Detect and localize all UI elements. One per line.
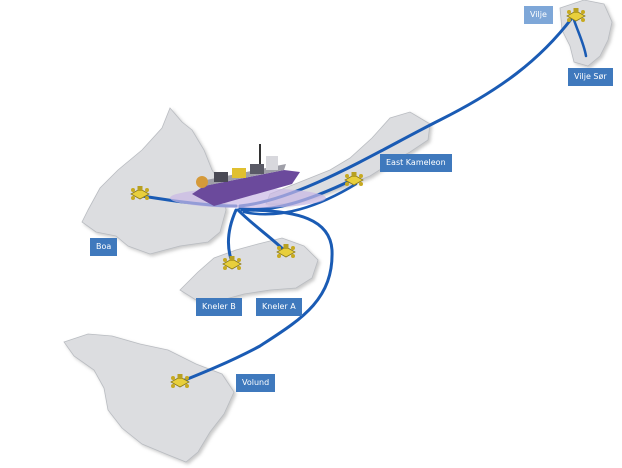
template-leg — [581, 18, 585, 22]
subsea-template-icon — [222, 256, 242, 270]
label-vilje: Vilje — [524, 6, 553, 24]
vessel-module-3 — [250, 164, 264, 174]
land-volund — [63, 333, 235, 463]
pipeline-vilje-sor — [572, 18, 588, 58]
pipeline-volund — [178, 208, 334, 384]
template-leg — [567, 10, 571, 14]
template-leg — [237, 266, 241, 270]
label-east-kameleon: East Kameleon — [380, 154, 452, 172]
templates — [130, 8, 586, 388]
label-vilje-sor: Vilje Sør — [568, 68, 613, 86]
template-leg — [277, 254, 281, 258]
subsea-template-icon — [276, 244, 296, 258]
template-leg — [145, 188, 149, 192]
template-leg — [345, 174, 349, 178]
template-leg — [185, 376, 189, 380]
template-boa — [130, 188, 150, 200]
template-leg — [345, 182, 349, 186]
template-leg — [145, 196, 149, 200]
subsea-template-icon — [566, 8, 586, 22]
template-vilje — [566, 10, 586, 22]
vessel-accommodation — [266, 156, 278, 170]
template-leg — [171, 384, 175, 388]
template-leg — [277, 246, 281, 250]
label-boa: Boa — [90, 238, 118, 256]
template-leg — [237, 258, 241, 262]
template-leg — [171, 376, 175, 380]
template-volund — [170, 376, 190, 388]
template-leg — [581, 10, 585, 14]
template-leg — [223, 258, 227, 262]
pipeline-east-kameleon-2 — [242, 182, 358, 216]
template-leg — [223, 266, 227, 270]
label-volund: Volund — [236, 374, 276, 392]
vessel-module-2 — [232, 168, 246, 178]
template-manifold — [573, 8, 579, 13]
template-kneler-a — [276, 246, 296, 258]
template-east-kameleon — [344, 174, 364, 186]
pipeline-kneler-a — [236, 208, 288, 254]
label-kneler-a: Kneler A — [256, 298, 302, 316]
template-leg — [131, 188, 135, 192]
template-leg — [567, 18, 571, 22]
vessel-helideck — [196, 176, 208, 188]
template-leg — [291, 246, 295, 250]
subsea-template-icon — [344, 172, 364, 186]
template-leg — [185, 384, 189, 388]
template-manifold — [229, 256, 235, 261]
template-manifold — [283, 244, 289, 249]
fpso-vessel-icon — [170, 144, 326, 208]
template-leg — [291, 254, 295, 258]
template-leg — [359, 174, 363, 178]
subsea-template-icon — [170, 374, 190, 388]
label-kneler-b: Kneler B — [196, 298, 242, 316]
template-leg — [131, 196, 135, 200]
template-leg — [359, 182, 363, 186]
land-kneler — [179, 237, 319, 301]
template-kneler-b — [222, 258, 242, 270]
vessel-hull — [192, 170, 300, 206]
land-masses — [63, 0, 613, 463]
template-manifold — [351, 172, 357, 177]
vessel-module-1 — [214, 172, 228, 182]
template-manifold — [177, 374, 183, 379]
subsea-template-icon — [130, 186, 150, 200]
template-manifold — [137, 186, 143, 191]
